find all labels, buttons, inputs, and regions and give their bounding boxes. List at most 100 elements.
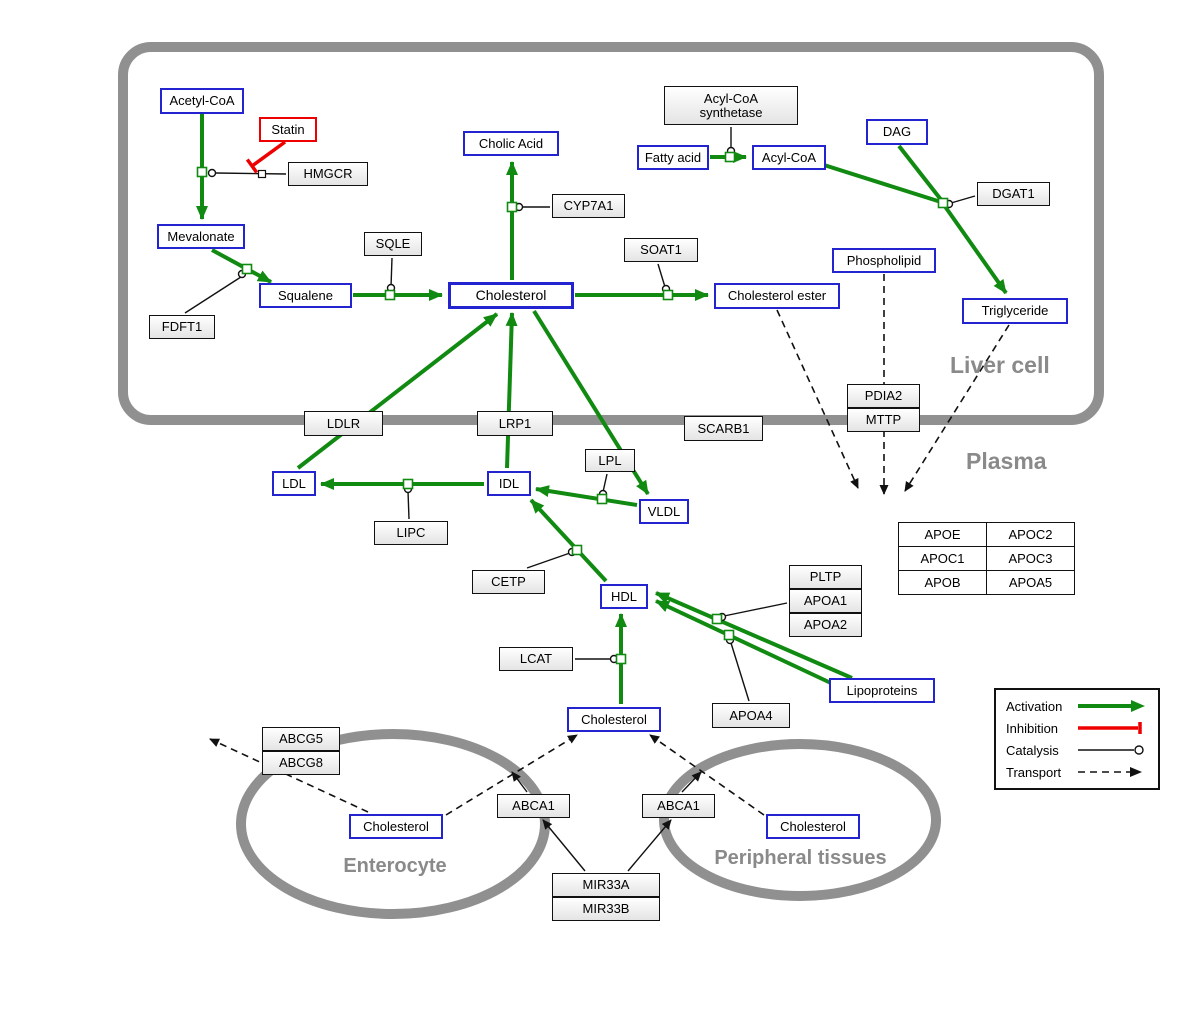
node-cyp7a1[interactable]: CYP7A1 bbox=[552, 194, 625, 218]
node-vldl[interactable]: VLDL bbox=[639, 499, 689, 524]
edge-dag-dgat1 bbox=[897, 144, 944, 203]
node-acyl-coa-synthetase[interactable]: Acyl-CoA synthetase bbox=[664, 86, 798, 125]
node-cholic-acid[interactable]: Cholic Acid bbox=[463, 131, 559, 156]
legend-row-inhibition: Inhibition bbox=[1006, 720, 1148, 736]
reaction-square bbox=[384, 289, 396, 301]
node-lcat[interactable]: LCAT bbox=[499, 647, 573, 671]
legend: Activation Inhibition Catalysis Transpor… bbox=[994, 688, 1160, 790]
node-lrp1[interactable]: LRP1 bbox=[477, 411, 553, 436]
node-cholesterol-plasma[interactable]: Cholesterol bbox=[567, 707, 661, 732]
node-fatty-acid[interactable]: Fatty acid bbox=[637, 145, 709, 170]
apo-table-cell[interactable]: APOC3 bbox=[986, 546, 1075, 571]
compartment-membranes bbox=[118, 42, 1104, 919]
node-cetp[interactable]: CETP bbox=[472, 570, 545, 594]
node-lpl[interactable]: LPL bbox=[585, 449, 635, 472]
catalysis-anchor-square bbox=[257, 169, 267, 179]
edge-mir33-abca1-left bbox=[542, 819, 586, 872]
legend-inhibition-label: Inhibition bbox=[1006, 720, 1059, 736]
node-cholesterol-peripheral[interactable]: Cholesterol bbox=[766, 814, 860, 839]
reaction-square bbox=[615, 653, 627, 665]
liver-cell-membrane bbox=[118, 42, 1104, 425]
apo-table-cell[interactable]: APOB bbox=[898, 570, 987, 595]
catalysis-lpl bbox=[602, 473, 608, 493]
catalysis-hmgcr bbox=[215, 172, 287, 175]
node-mevalonate[interactable]: Mevalonate bbox=[157, 224, 245, 249]
catalysis-dgat1 bbox=[950, 195, 976, 204]
edge-lipoproteins-hdl-upper bbox=[655, 591, 853, 680]
legend-activation-label: Activation bbox=[1006, 698, 1063, 714]
legend-transport-label: Transport bbox=[1006, 764, 1062, 780]
node-cholesterol-ester[interactable]: Cholesterol ester bbox=[714, 283, 840, 309]
node-abcg5[interactable]: ABCG5 bbox=[262, 727, 340, 751]
node-sqle[interactable]: SQLE bbox=[364, 232, 422, 256]
reaction-square bbox=[662, 289, 674, 301]
transport-enterocyte-cholesterol-efflux bbox=[209, 738, 369, 813]
apolipoprotein-table: APOE APOC2 APOC1 APOC3 APOB APOA5 bbox=[898, 522, 1075, 595]
node-lipoproteins[interactable]: Lipoproteins bbox=[829, 678, 935, 703]
node-hmgcr[interactable]: HMGCR bbox=[288, 162, 368, 186]
node-acetyl-coa[interactable]: Acetyl-CoA bbox=[160, 88, 244, 114]
reaction-square bbox=[196, 166, 208, 178]
node-hdl[interactable]: HDL bbox=[600, 584, 648, 609]
enterocyte-label: Enterocyte bbox=[343, 855, 447, 877]
apo-table-cell[interactable]: APOA5 bbox=[986, 570, 1075, 595]
edge-mevalonate-squalene bbox=[211, 248, 272, 284]
reaction-square bbox=[241, 263, 253, 275]
node-dgat1[interactable]: DGAT1 bbox=[977, 182, 1050, 206]
acyl-coa-synthetase-line2: synthetase bbox=[699, 104, 763, 120]
node-mttp[interactable]: MTTP bbox=[847, 408, 920, 432]
node-abca1-enterocyte[interactable]: ABCA1 bbox=[497, 794, 570, 818]
node-dag[interactable]: DAG bbox=[866, 119, 928, 145]
node-apoa2[interactable]: APOA2 bbox=[789, 613, 862, 637]
node-soat1[interactable]: SOAT1 bbox=[624, 238, 698, 262]
transport-cholesterol-ester-to-plasma bbox=[776, 309, 859, 489]
edge-dgat1-triglyceride bbox=[942, 203, 1008, 295]
catalysis-apoa4 bbox=[730, 642, 750, 702]
node-apoa4[interactable]: APOA4 bbox=[712, 703, 790, 728]
reaction-square bbox=[571, 544, 583, 556]
legend-catalysis-label: Catalysis bbox=[1006, 742, 1059, 758]
node-mir33a[interactable]: MIR33A bbox=[552, 873, 660, 897]
apo-table-cell[interactable]: APOC1 bbox=[898, 546, 987, 571]
node-acyl-coa[interactable]: Acyl-CoA bbox=[752, 145, 826, 170]
node-ldl[interactable]: LDL bbox=[272, 471, 316, 496]
activation-arrow-symbol bbox=[1078, 700, 1145, 712]
catalysis-fdft1 bbox=[184, 274, 245, 314]
node-apoa1[interactable]: APOA1 bbox=[789, 589, 862, 613]
node-scarb1[interactable]: SCARB1 bbox=[684, 416, 763, 441]
inhibition-edge bbox=[245, 140, 287, 174]
catalysis-lipc bbox=[407, 490, 410, 520]
transport-triglyceride-to-plasma bbox=[904, 324, 1010, 492]
catalysis-apoa-stack bbox=[723, 602, 788, 617]
node-abca1-peripheral[interactable]: ABCA1 bbox=[642, 794, 715, 818]
reaction-square bbox=[402, 478, 414, 490]
edge-abca1-left-transport bbox=[511, 771, 528, 793]
plasma-label: Plasma bbox=[966, 448, 1047, 474]
node-statin[interactable]: Statin bbox=[259, 117, 317, 142]
node-lipc[interactable]: LIPC bbox=[374, 521, 448, 545]
node-mir33b[interactable]: MIR33B bbox=[552, 897, 660, 921]
liver-cell-label: Liver cell bbox=[950, 352, 1050, 378]
node-pltp[interactable]: PLTP bbox=[789, 565, 862, 589]
node-squalene[interactable]: Squalene bbox=[259, 283, 352, 308]
node-abcg8[interactable]: ABCG8 bbox=[262, 751, 340, 775]
edge-vldl-idl bbox=[535, 485, 638, 507]
apo-table-cell[interactable]: APOE bbox=[898, 522, 987, 547]
node-fdft1[interactable]: FDFT1 bbox=[149, 315, 215, 339]
catalysis-sqle bbox=[390, 257, 393, 288]
apo-table-cell[interactable]: APOC2 bbox=[986, 522, 1075, 547]
node-pdia2[interactable]: PDIA2 bbox=[847, 384, 920, 408]
node-idl[interactable]: IDL bbox=[487, 471, 531, 496]
legend-row-transport: Transport bbox=[1006, 764, 1148, 780]
edge-idl-cholesterol bbox=[505, 312, 518, 469]
node-cholesterol-enterocyte[interactable]: Cholesterol bbox=[349, 814, 443, 839]
inhibition-statin-hmgcr bbox=[250, 140, 287, 168]
node-phospholipid[interactable]: Phospholipid bbox=[832, 248, 936, 273]
catalysis-soat1 bbox=[657, 263, 666, 288]
reaction-square bbox=[506, 201, 518, 213]
node-ldlr[interactable]: LDLR bbox=[304, 411, 383, 436]
node-triglyceride[interactable]: Triglyceride bbox=[962, 298, 1068, 324]
node-cholesterol-liver[interactable]: Cholesterol bbox=[448, 282, 574, 309]
reaction-square bbox=[724, 151, 736, 163]
